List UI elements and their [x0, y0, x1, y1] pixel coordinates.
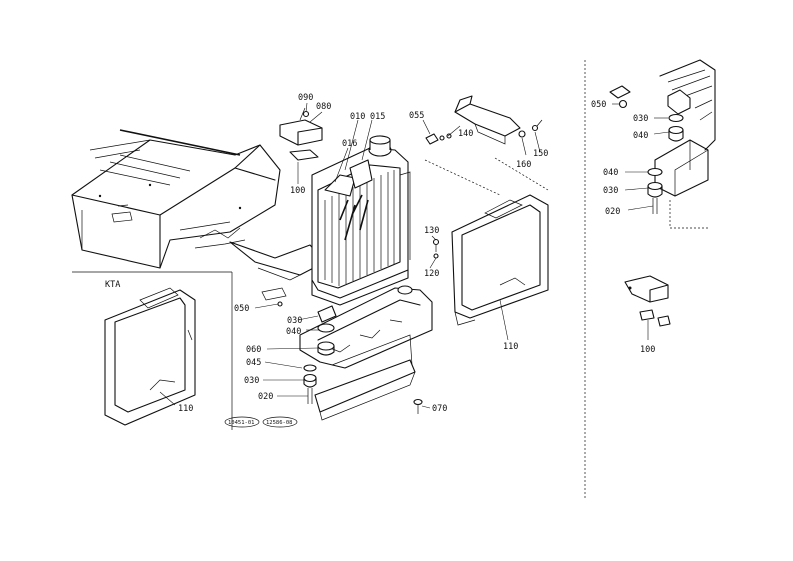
shroud-110	[424, 157, 549, 326]
callout-016: 016	[342, 139, 357, 149]
callout-030: 030	[287, 316, 302, 326]
callout-015: 015	[370, 112, 385, 122]
callout-110-inset: 110	[178, 404, 193, 414]
callout-160: 160	[516, 160, 531, 170]
callout-055: 055	[409, 111, 424, 121]
callout-120: 120	[424, 269, 439, 279]
right-detail	[584, 59, 716, 500]
callout-100: 100	[290, 186, 305, 196]
callout-020: 020	[258, 392, 273, 402]
callout-060: 060	[246, 345, 261, 355]
callout-150: 150	[533, 149, 548, 159]
kta-inset: KTA 110	[72, 271, 233, 430]
base-frame	[229, 241, 326, 301]
callout-labels: 090 080 010 015 016 055 140 160 150 100 …	[234, 93, 655, 414]
callout-r040: 040	[633, 131, 648, 141]
callout-r020: 020	[605, 207, 620, 217]
radiator	[311, 135, 411, 306]
callout-040: 040	[286, 327, 301, 337]
bolt-130	[432, 238, 440, 259]
upper-bracket-140	[425, 95, 543, 145]
callout-010: 010	[350, 112, 365, 122]
stamps: 10451-01 12586-08	[224, 416, 298, 428]
callout-130: 130	[424, 226, 439, 236]
stamp-right: 12586-08	[266, 420, 293, 426]
callout-110: 110	[503, 342, 518, 352]
callout-r030: 030	[633, 114, 648, 124]
callout-045: 045	[246, 358, 261, 368]
callout-070: 070	[432, 404, 447, 414]
callout-090: 090	[298, 93, 313, 103]
callout-140: 140	[458, 129, 473, 139]
callout-050: 050	[234, 304, 249, 314]
callout-r100: 100	[640, 345, 655, 355]
stamp-left: 10451-01	[228, 420, 255, 426]
callout-030b: 030	[244, 376, 259, 386]
callout-r050: 050	[591, 100, 606, 110]
callout-080: 080	[316, 102, 331, 112]
inset-label: KTA	[105, 280, 120, 290]
callout-r030b: 030	[603, 186, 618, 196]
engine-body	[71, 129, 281, 269]
bracket-080	[279, 107, 323, 161]
leaders	[254, 102, 670, 409]
mount-stack-left	[277, 301, 423, 414]
callout-r040b: 040	[603, 168, 618, 178]
